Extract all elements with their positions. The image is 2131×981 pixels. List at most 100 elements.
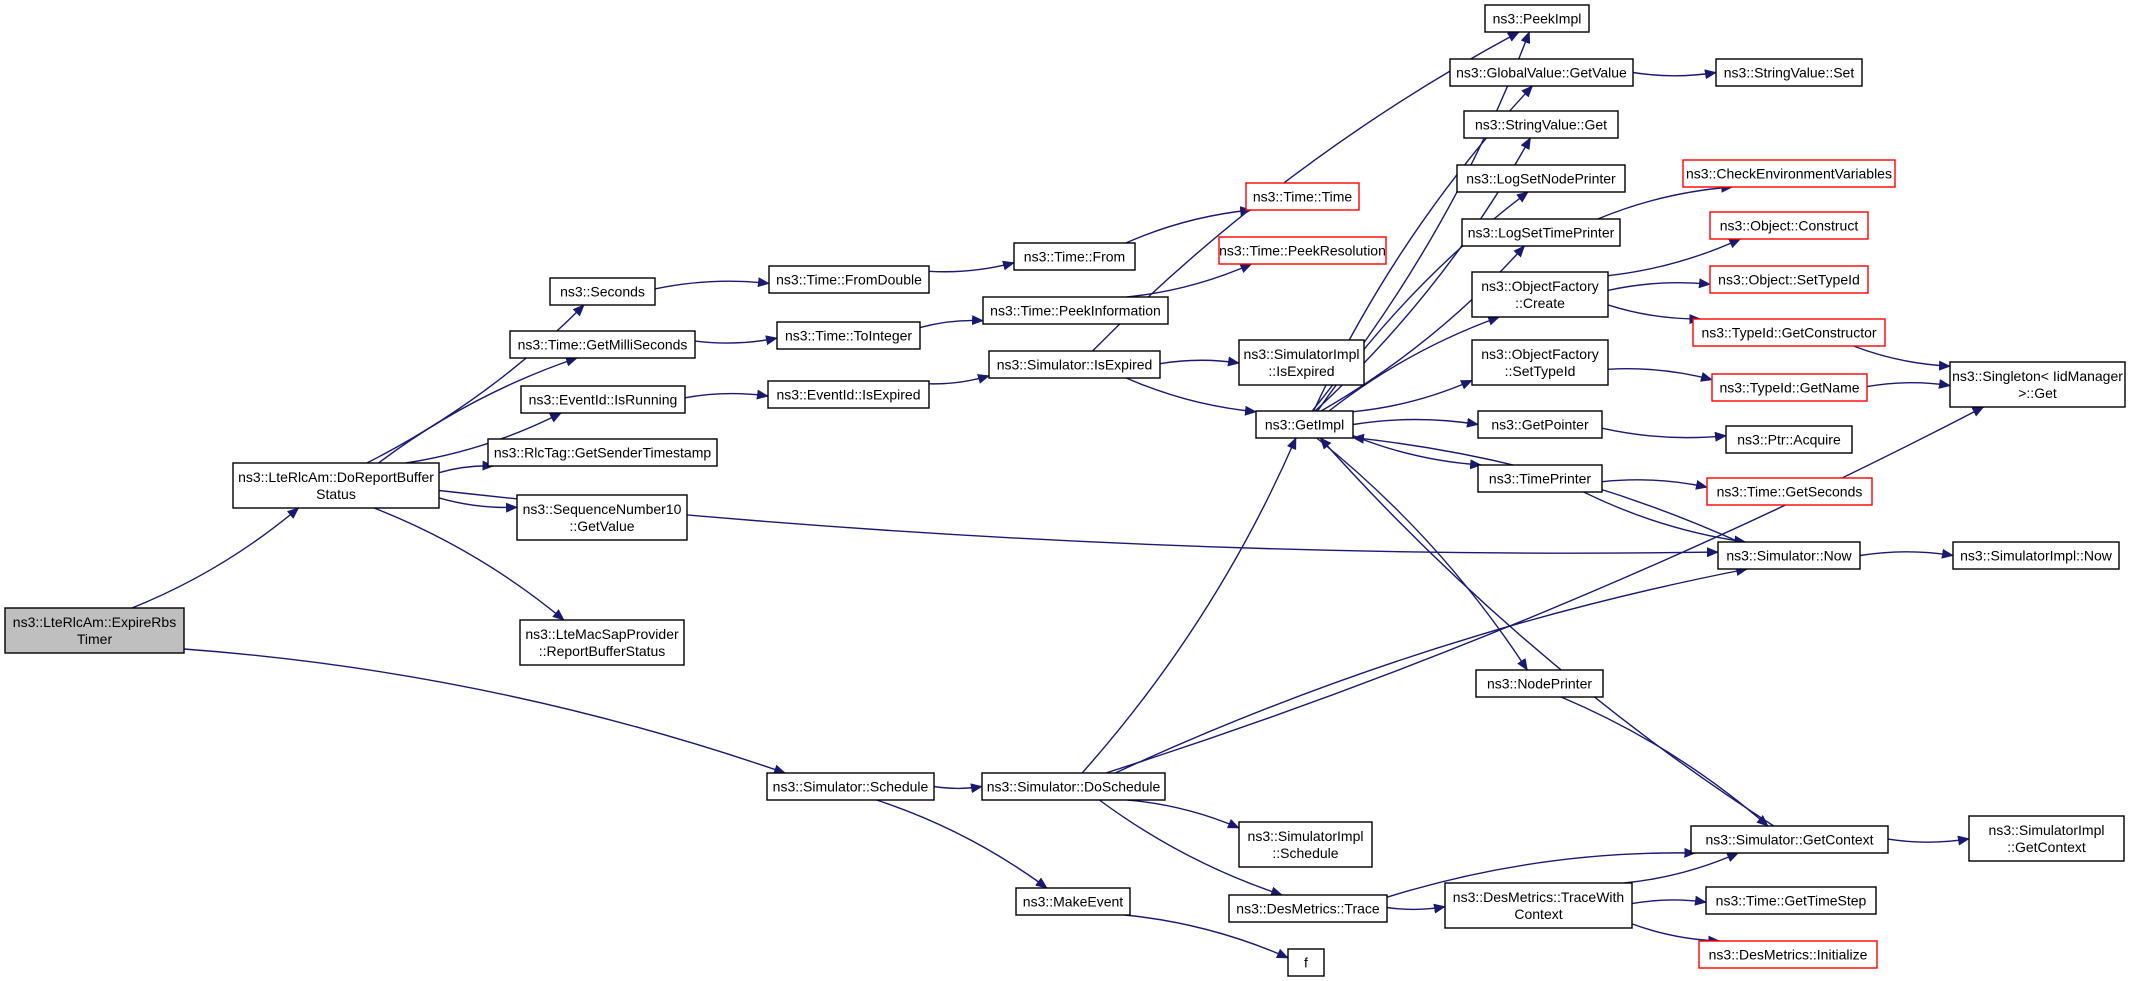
node-nodeprinter[interactable]: ns3::NodePrinter	[1475, 669, 1604, 698]
node-box-fromdouble	[768, 265, 930, 294]
node-label-root: ns3::LteRlcAm::ExpireRbs	[13, 614, 176, 630]
edge-desctx-to-desinit	[1631, 923, 1721, 946]
node-logtime[interactable]: ns3::LogSetTimePrinter	[1461, 218, 1621, 247]
edge-gvget-to-svset	[1632, 69, 1717, 80]
node-doschedule[interactable]: ns3::Simulator::DoSchedule	[981, 772, 1166, 801]
node-box-ofcreate	[1471, 271, 1609, 318]
node-box-svset	[1715, 58, 1863, 87]
node-gvget[interactable]: ns3::GlobalValue::GetValue	[1449, 58, 1634, 87]
node-label-peekres: ns3::Time::PeekResolution	[1219, 243, 1386, 259]
node-label-evrunning: ns3::EventId::IsRunning	[529, 392, 678, 408]
nodes-layer: ns3::LteRlcAm::ExpireRbsTimerns3::LteRlc…	[4, 4, 2126, 977]
node-label-svget: ns3::StringValue::Get	[1475, 117, 1607, 133]
edge-root-to-schedule	[183, 648, 787, 775]
node-label-peekinfo: ns3::Time::PeekInformation	[990, 303, 1161, 319]
node-box-gvget	[1449, 58, 1634, 87]
node-label-tointeger: ns3::Time::ToInteger	[785, 328, 912, 344]
node-box-timetime	[1245, 182, 1360, 211]
node-ofsettype[interactable]: ns3::ObjectFactory::SetTypeId	[1471, 339, 1609, 386]
node-label-ofsettype: ns3::ObjectFactory	[1481, 346, 1599, 362]
node-timefrom[interactable]: ns3::Time::From	[1013, 242, 1136, 271]
node-simnow[interactable]: ns3::Simulator::Now	[1717, 541, 1861, 570]
node-rlctag[interactable]: ns3::RlcTag::GetSenderTimestamp	[487, 438, 718, 467]
node-label-evexpired: ns3::EventId::IsExpired	[777, 387, 921, 403]
node-label-schedule: ns3::Simulator::Schedule	[773, 779, 929, 795]
node-tidctor[interactable]: ns3::TypeId::GetConstructor	[1692, 318, 1886, 347]
node-peekimpl[interactable]: ns3::PeekImpl	[1484, 4, 1590, 33]
node-getmilli[interactable]: ns3::Time::GetMilliSeconds	[509, 330, 696, 359]
node-peekinfo[interactable]: ns3::Time::PeekInformation	[982, 296, 1169, 325]
node-checkenv[interactable]: ns3::CheckEnvironmentVariables	[1682, 159, 1896, 188]
node-objconstruct[interactable]: ns3::Object::Construct	[1709, 211, 1869, 240]
node-implschedule[interactable]: ns3::SimulatorImpl::Schedule	[1238, 821, 1373, 868]
node-box-tidname	[1711, 373, 1868, 402]
node-box-getmilli	[509, 330, 696, 359]
node-ofcreate[interactable]: ns3::ObjectFactory::Create	[1471, 271, 1609, 318]
node-simexpired[interactable]: ns3::Simulator::IsExpired	[988, 350, 1161, 379]
edge-simnow-to-implnow	[1859, 548, 1954, 559]
node-label-singleton: ns3::Singleton< IidManager	[1952, 368, 2123, 384]
edge-getimpl-to-timeprinter	[1352, 434, 1483, 470]
edge-doreport-to-evrunning	[405, 412, 562, 464]
node-box-nodeprinter	[1475, 669, 1604, 698]
node-label-getpointer: ns3::GetPointer	[1491, 417, 1589, 433]
edge-doreport-to-getmilli	[378, 356, 578, 464]
node-evrunning[interactable]: ns3::EventId::IsRunning	[520, 385, 686, 414]
node-seconds[interactable]: ns3::Seconds	[549, 277, 656, 306]
node-lognode[interactable]: ns3::LogSetNodePrinter	[1456, 164, 1626, 193]
node-schedule[interactable]: ns3::Simulator::Schedule	[766, 772, 935, 801]
node-destrace[interactable]: ns3::DesMetrics::Trace	[1228, 894, 1388, 923]
node-fromdouble[interactable]: ns3::Time::FromDouble	[768, 265, 930, 294]
node-getimpl[interactable]: ns3::GetImpl	[1255, 410, 1354, 439]
node-svget[interactable]: ns3::StringValue::Get	[1463, 110, 1619, 139]
node-box-tointeger	[776, 321, 921, 350]
node-timestep[interactable]: ns3::Time::GetTimeStep	[1705, 886, 1877, 915]
node-simimplexp[interactable]: ns3::SimulatorImpl::IsExpired	[1238, 339, 1365, 386]
node-objsettype[interactable]: ns3::Object::SetTypeId	[1709, 265, 1869, 294]
node-getpointer[interactable]: ns3::GetPointer	[1477, 410, 1603, 439]
node-evexpired[interactable]: ns3::EventId::IsExpired	[767, 380, 930, 409]
node-svset[interactable]: ns3::StringValue::Set	[1715, 58, 1863, 87]
node-label-makeevent: ns3::MakeEvent	[1023, 894, 1123, 910]
node-box-peekres	[1218, 236, 1387, 265]
node-timeprinter[interactable]: ns3::TimePrinter	[1477, 464, 1603, 493]
edge-ofcreate-to-tidctor	[1607, 304, 1702, 325]
node-desinit[interactable]: ns3::DesMetrics::Initialize	[1698, 940, 1878, 969]
edge-doschedule-to-singleton	[1105, 406, 1985, 774]
node-seq10[interactable]: ns3::SequenceNumber10::GetValue	[516, 494, 688, 541]
node-label-gvget: ns3::GlobalValue::GetValue	[1456, 65, 1627, 81]
node-singleton[interactable]: ns3::Singleton< IidManager>::Get	[1949, 361, 2126, 408]
edge-ofcreate-to-objsettype	[1607, 278, 1711, 292]
edge-ofsettype-to-tidname	[1607, 368, 1713, 382]
node-implctx[interactable]: ns3::SimulatorImpl::GetContext	[1968, 815, 2125, 862]
node-ptracquire[interactable]: ns3::Ptr::Acquire	[1725, 425, 1853, 454]
node-gettimesec[interactable]: ns3::Time::GetSeconds	[1706, 477, 1873, 506]
node-getcontext[interactable]: ns3::Simulator::GetContext	[1690, 825, 1889, 854]
edge-getmilli-to-tointeger	[694, 335, 778, 346]
edge-getcontext-to-getimpl	[1319, 437, 1775, 827]
node-f[interactable]: f	[1287, 948, 1325, 977]
edge-getimpl-to-nodeprinter	[1316, 437, 1528, 671]
node-box-lmsap	[519, 619, 685, 666]
node-lmsap[interactable]: ns3::LteMacSapProvider::ReportBufferStat…	[519, 619, 685, 666]
node-label-objsettype: ns3::Object::SetTypeId	[1718, 272, 1860, 288]
node-tointeger[interactable]: ns3::Time::ToInteger	[776, 321, 921, 350]
node-box-makeevent	[1015, 887, 1131, 916]
node-label-doschedule: ns3::Simulator::DoSchedule	[987, 779, 1161, 795]
edge-doreport-to-seq10	[438, 497, 518, 513]
node-makeevent[interactable]: ns3::MakeEvent	[1015, 887, 1131, 916]
node-label-simimplexp: ::IsExpired	[1268, 363, 1334, 379]
node-peekres[interactable]: ns3::Time::PeekResolution	[1218, 236, 1387, 265]
node-tidname[interactable]: ns3::TypeId::GetName	[1711, 373, 1868, 402]
edge-root-to-doreport	[131, 507, 300, 609]
node-implnow[interactable]: ns3::SimulatorImpl::Now	[1952, 541, 2120, 570]
node-box-checkenv	[1682, 159, 1896, 188]
node-timetime[interactable]: ns3::Time::Time	[1245, 182, 1360, 211]
node-label-getmilli: ns3::Time::GetMilliSeconds	[518, 337, 688, 353]
node-box-svget	[1463, 110, 1619, 139]
node-box-desinit	[1698, 940, 1878, 969]
